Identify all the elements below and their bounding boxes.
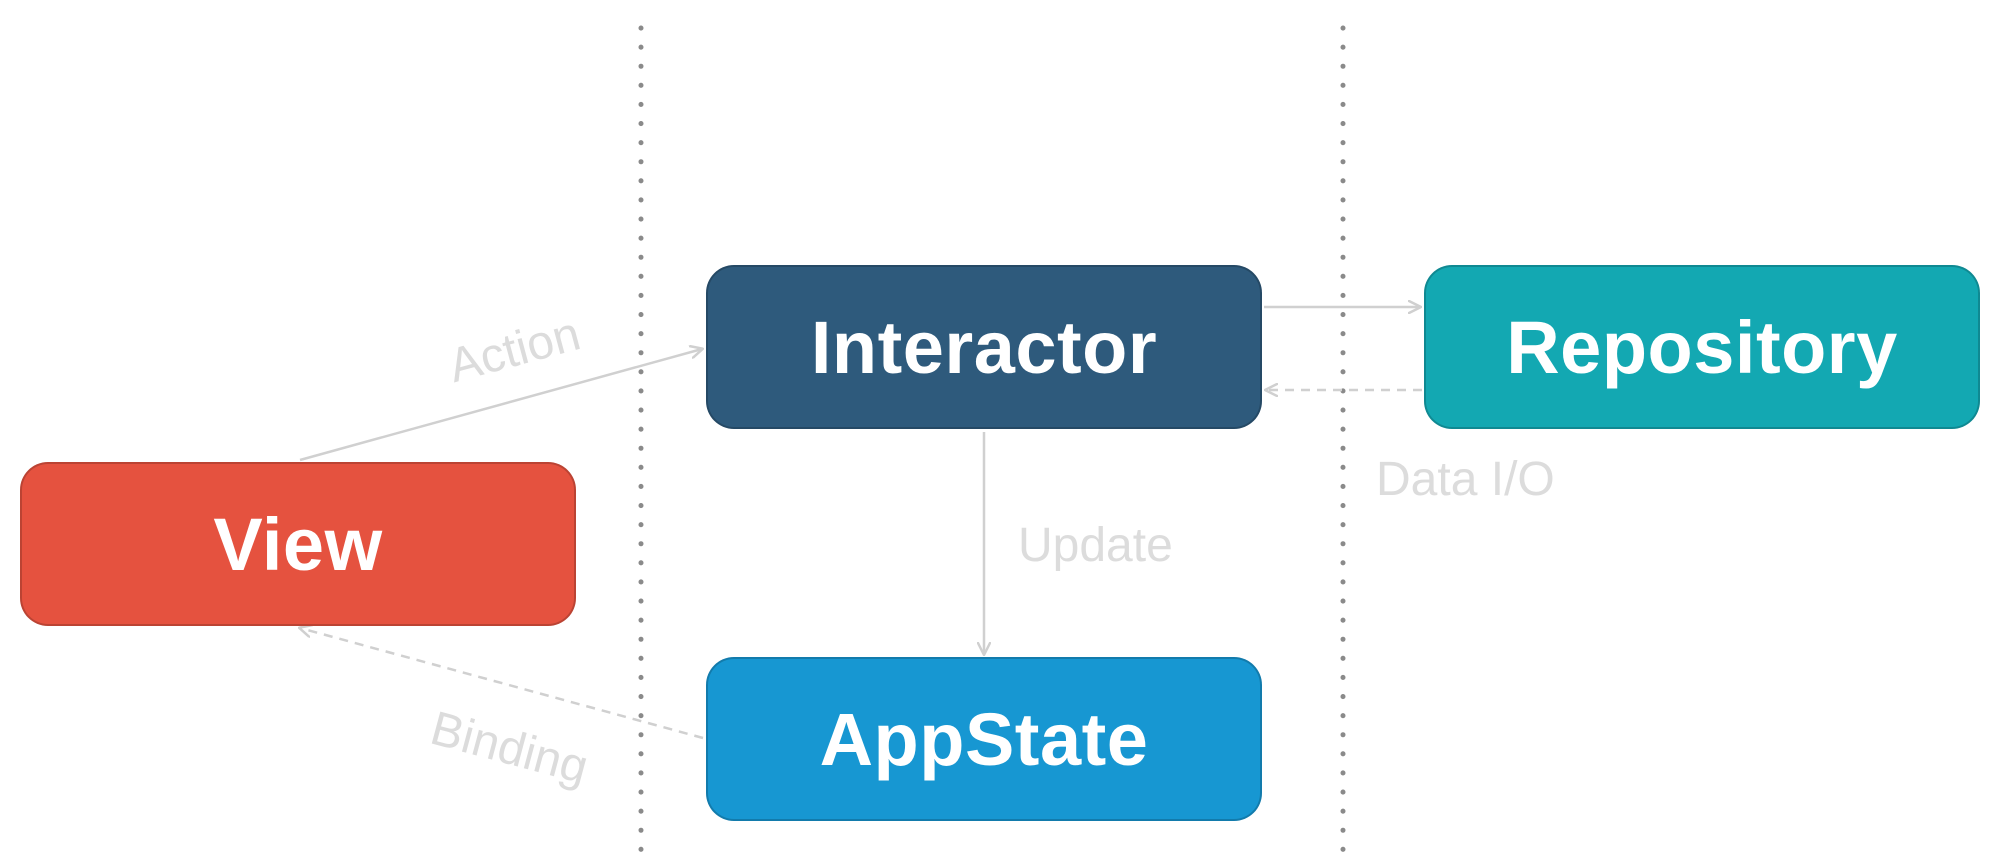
appstate-node[interactable]: AppState: [706, 657, 1262, 821]
appstate-node-label: AppState: [819, 697, 1149, 781]
view-node-label: View: [213, 502, 383, 586]
edge-binding-arrow: [300, 628, 704, 740]
view-node[interactable]: View: [20, 462, 576, 626]
interactor-node[interactable]: Interactor: [706, 265, 1262, 429]
interactor-node-label: Interactor: [810, 305, 1158, 389]
edge-label-data-io: Data I/O: [1376, 453, 1555, 506]
edge-action-arrow: [299, 349, 702, 462]
repository-node-label: Repository: [1506, 305, 1898, 389]
repository-node[interactable]: Repository: [1424, 265, 1980, 429]
edge-label-update: Update: [1018, 519, 1173, 572]
